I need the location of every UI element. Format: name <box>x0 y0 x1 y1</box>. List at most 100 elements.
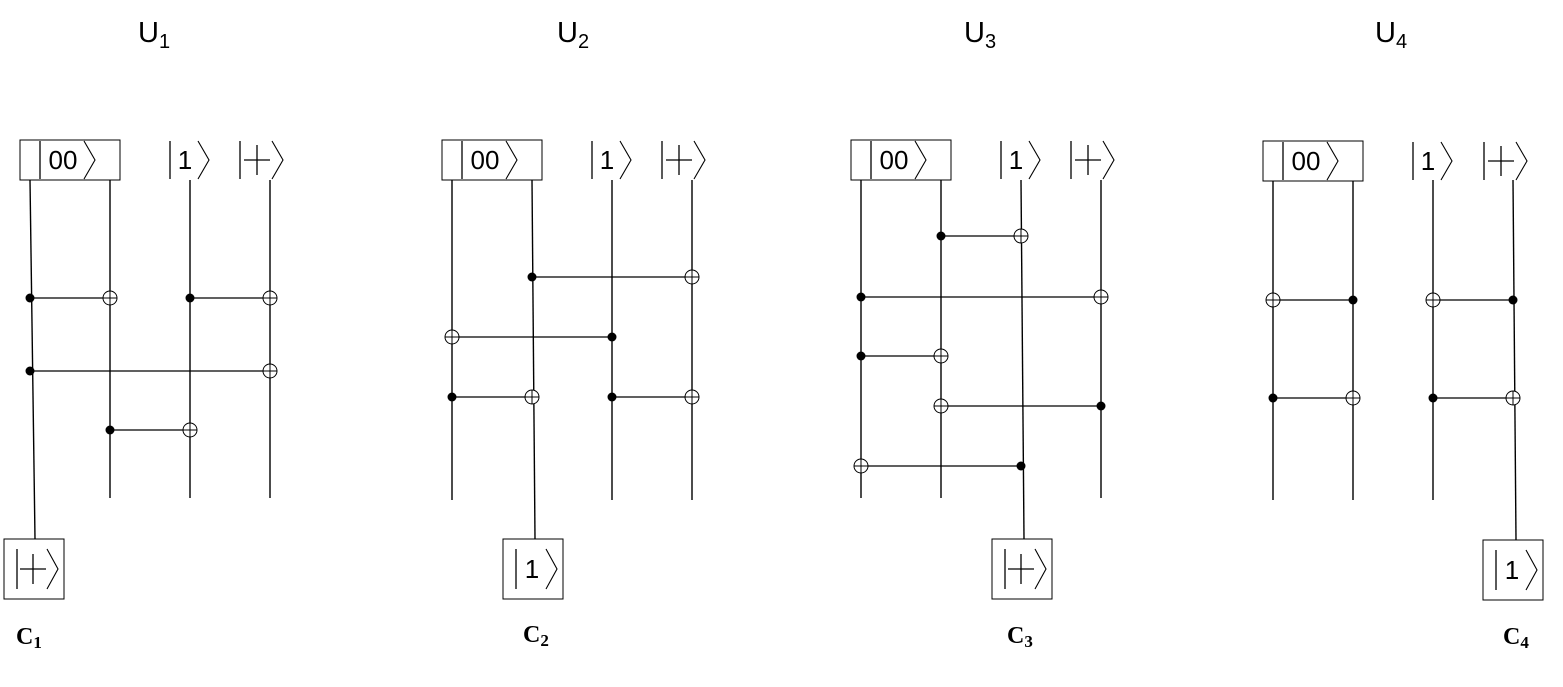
ket-00: 00 <box>1282 141 1339 181</box>
ket-label: + <box>1013 554 1028 584</box>
control-dot <box>1268 393 1278 403</box>
unitary-title: U1 <box>138 17 170 53</box>
ket-right-angle <box>1440 141 1453 181</box>
control-dot <box>1508 295 1518 305</box>
control-dot <box>25 293 35 303</box>
ket-right-angle <box>505 140 518 180</box>
ket-plus: + <box>661 140 706 180</box>
ket-plus: + <box>239 140 284 180</box>
output-ket: 1 <box>515 548 558 590</box>
unitary-title-subscript: 3 <box>985 31 996 53</box>
unitary-title: U3 <box>964 17 996 53</box>
control-dot <box>607 392 617 402</box>
cnot-gate <box>933 398 1106 414</box>
ket-right-angle <box>197 140 210 180</box>
ket-right-angle <box>1102 140 1115 180</box>
cnot-gate <box>853 458 1026 474</box>
ket-label: 00 <box>1292 146 1321 176</box>
ket-label: + <box>249 145 264 175</box>
control-dot <box>1096 401 1106 411</box>
ket-right-angle <box>545 548 558 590</box>
input-register-box <box>1262 140 1364 182</box>
ket-right-angle <box>1034 548 1047 590</box>
control-dot <box>185 293 195 303</box>
qubit-wire-1 <box>531 179 536 540</box>
ket-plus: + <box>1483 141 1528 181</box>
unitary-title-base: U <box>138 17 159 49</box>
circuit-label-base: C <box>1503 624 1520 650</box>
ket-label: + <box>671 145 686 175</box>
circuit-label-subscript: 2 <box>540 631 549 650</box>
ket-00: 00 <box>870 140 927 180</box>
circuit-label-base: C <box>16 624 33 650</box>
ket-00: 00 <box>39 140 96 180</box>
ket-plus: + <box>1070 140 1115 180</box>
control-dot <box>1016 461 1026 471</box>
circuit-label: C1 <box>16 624 42 652</box>
circuit-label: C3 <box>1007 623 1033 651</box>
unitary-title-base: U <box>1375 17 1396 49</box>
control-dot <box>856 292 866 302</box>
control-dot <box>856 351 866 361</box>
output-ket: + <box>1004 548 1047 590</box>
ket-right-angle <box>914 140 927 180</box>
output-ket: + <box>16 548 59 590</box>
circuit-panel-4: U4 00 1 +1C4 <box>1262 17 1544 652</box>
cnot-gate <box>607 389 700 405</box>
ket-label: + <box>1493 146 1508 176</box>
input-register-box <box>19 139 121 181</box>
output-ket: 1 <box>1495 549 1538 591</box>
circuit-panel-2: U2 00 1 +1C2 <box>441 17 706 650</box>
ket-right-angle <box>1525 549 1538 591</box>
ket-right-angle <box>693 140 706 180</box>
unitary-title: U4 <box>1375 17 1407 53</box>
circuit-label-subscript: 3 <box>1024 632 1033 651</box>
ket-label: 1 <box>1421 146 1435 176</box>
cnot-gate <box>25 363 278 379</box>
cnot-gate <box>447 389 540 405</box>
control-dot <box>105 425 115 435</box>
circuit-label-base: C <box>1007 623 1024 649</box>
ket-label: 00 <box>49 145 78 175</box>
unitary-title: U2 <box>557 17 589 53</box>
output-box <box>502 538 564 600</box>
output-box <box>1482 539 1544 601</box>
unitary-title-subscript: 1 <box>159 31 170 53</box>
ket-label: 00 <box>471 145 500 175</box>
control-dot <box>527 272 537 282</box>
cnot-gate <box>25 290 118 306</box>
cnot-gate <box>856 348 949 364</box>
ket-right-angle <box>271 140 284 180</box>
ket-right-angle <box>83 140 96 180</box>
ket-00: 00 <box>461 140 518 180</box>
circuit-label: C4 <box>1503 624 1529 652</box>
ket-label: 1 <box>525 554 539 584</box>
ket-label: + <box>1080 145 1095 175</box>
circuit-label-base: C <box>523 622 540 648</box>
ket-1: 1 <box>591 140 632 180</box>
ket-right-angle <box>619 140 632 180</box>
control-dot <box>25 366 35 376</box>
ket-1: 1 <box>169 140 210 180</box>
ket-label: 1 <box>600 145 614 175</box>
control-dot <box>1428 393 1438 403</box>
cnot-gate <box>444 329 617 345</box>
cnot-gate <box>856 289 1109 305</box>
input-register-box <box>850 139 952 181</box>
ket-right-angle <box>46 548 59 590</box>
cnot-gate <box>936 228 1029 244</box>
qubit-wire-3 <box>1512 179 1517 541</box>
cnot-gate <box>1268 390 1361 406</box>
ket-label: + <box>25 554 40 584</box>
cnot-gate <box>185 290 278 306</box>
control-dot <box>447 392 457 402</box>
ket-1: 1 <box>1412 141 1453 181</box>
cnot-gate <box>105 422 198 438</box>
qubit-wire-0 <box>29 179 36 540</box>
control-dot <box>607 332 617 342</box>
ket-label: 1 <box>1009 145 1023 175</box>
unitary-title-base: U <box>964 17 985 49</box>
ket-label: 1 <box>1505 555 1519 585</box>
